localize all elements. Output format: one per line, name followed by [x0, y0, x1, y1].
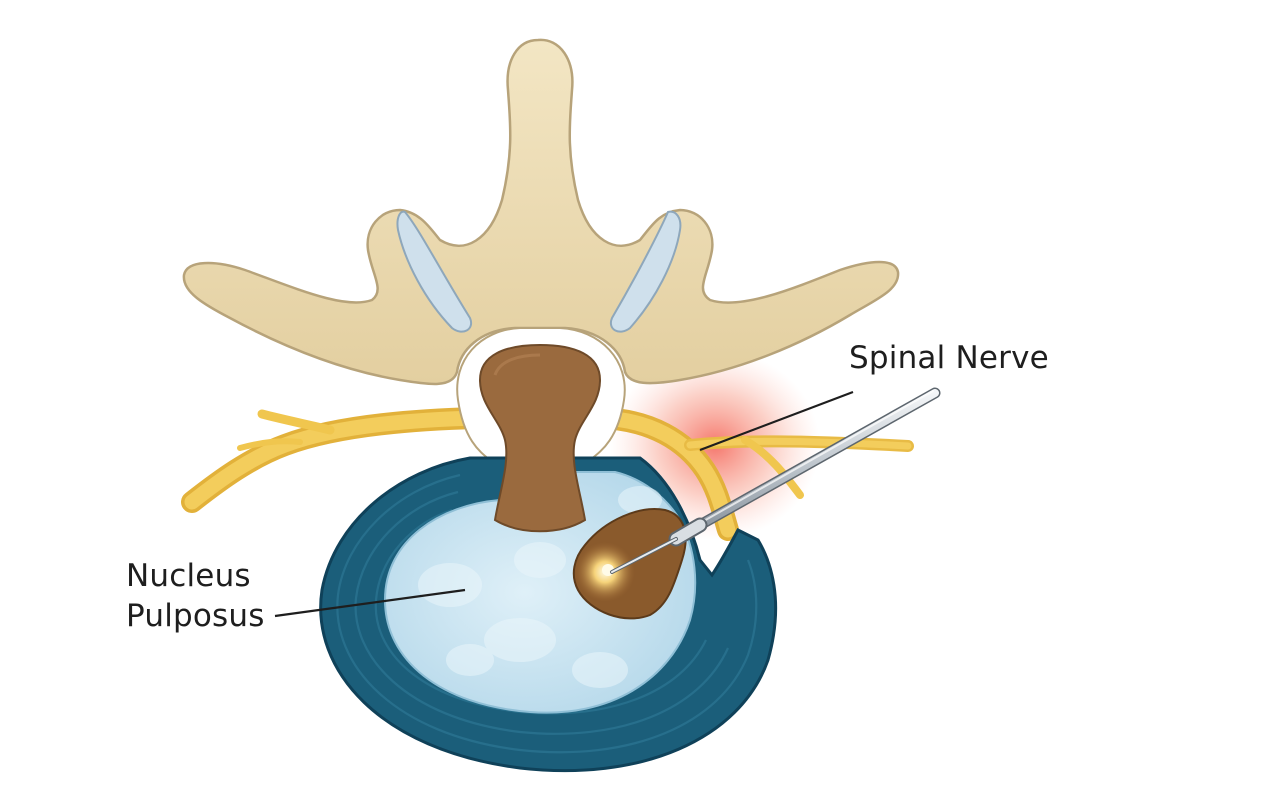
nucleus-label-line1: Nucleus — [126, 556, 265, 596]
nucleus-pulposus-label: Nucleus Pulposus — [126, 556, 265, 636]
nucleus-label-line2: Pulposus — [126, 596, 265, 636]
spinal-nerve-label: Spinal Nerve — [849, 338, 1049, 378]
